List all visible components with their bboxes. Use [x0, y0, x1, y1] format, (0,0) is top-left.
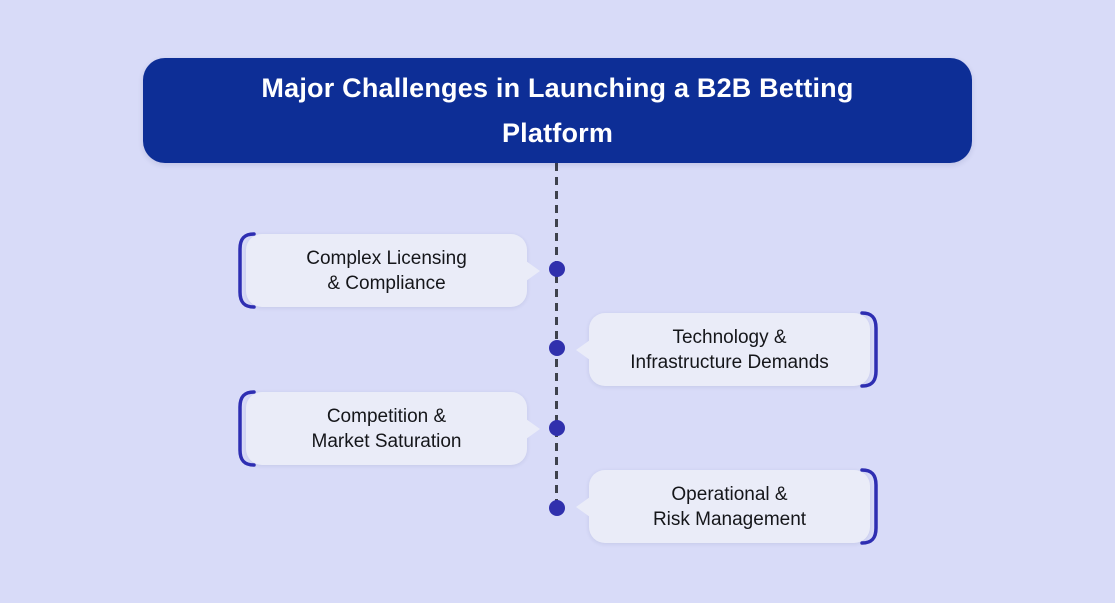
- bracket-accent-icon: [860, 311, 878, 388]
- challenge-card-licensing-compliance: Complex Licensing & Compliance: [238, 232, 540, 309]
- timeline-dashed-line: [555, 163, 558, 504]
- card-label-line: Technology &: [672, 326, 787, 348]
- card-pointer-arrow: [576, 496, 590, 517]
- card-label-line: Competition &: [326, 405, 447, 427]
- card-label-line: Risk Management: [652, 508, 807, 530]
- card-label-line: Complex Licensing: [306, 247, 467, 269]
- card-label-line: Infrastructure Demands: [630, 351, 829, 373]
- card-label-line: Operational &: [671, 483, 788, 505]
- card-pointer-arrow: [526, 418, 540, 439]
- challenge-card-competition-saturation: Competition & Market Saturation: [238, 390, 540, 467]
- timeline-dot: [549, 420, 565, 436]
- challenge-card-technology-infrastructure: Technology & Infrastructure Demands: [576, 311, 878, 388]
- card-label-line: & Compliance: [327, 272, 446, 294]
- timeline-dot: [549, 340, 565, 356]
- card-label-line: Market Saturation: [311, 430, 462, 452]
- bracket-accent-icon: [860, 468, 878, 545]
- card-pointer-arrow: [576, 339, 590, 360]
- challenge-card-operational-risk: Operational & Risk Management: [576, 468, 878, 545]
- card-pointer-arrow: [526, 260, 540, 281]
- title-banner: Major Challenges in Launching a B2B Bett…: [143, 58, 972, 163]
- timeline-dot: [549, 261, 565, 277]
- page-title: Major Challenges in Launching a B2B Bett…: [261, 72, 854, 148]
- timeline-dot: [549, 500, 565, 516]
- bracket-accent-icon: [238, 232, 256, 309]
- bracket-accent-icon: [238, 390, 256, 467]
